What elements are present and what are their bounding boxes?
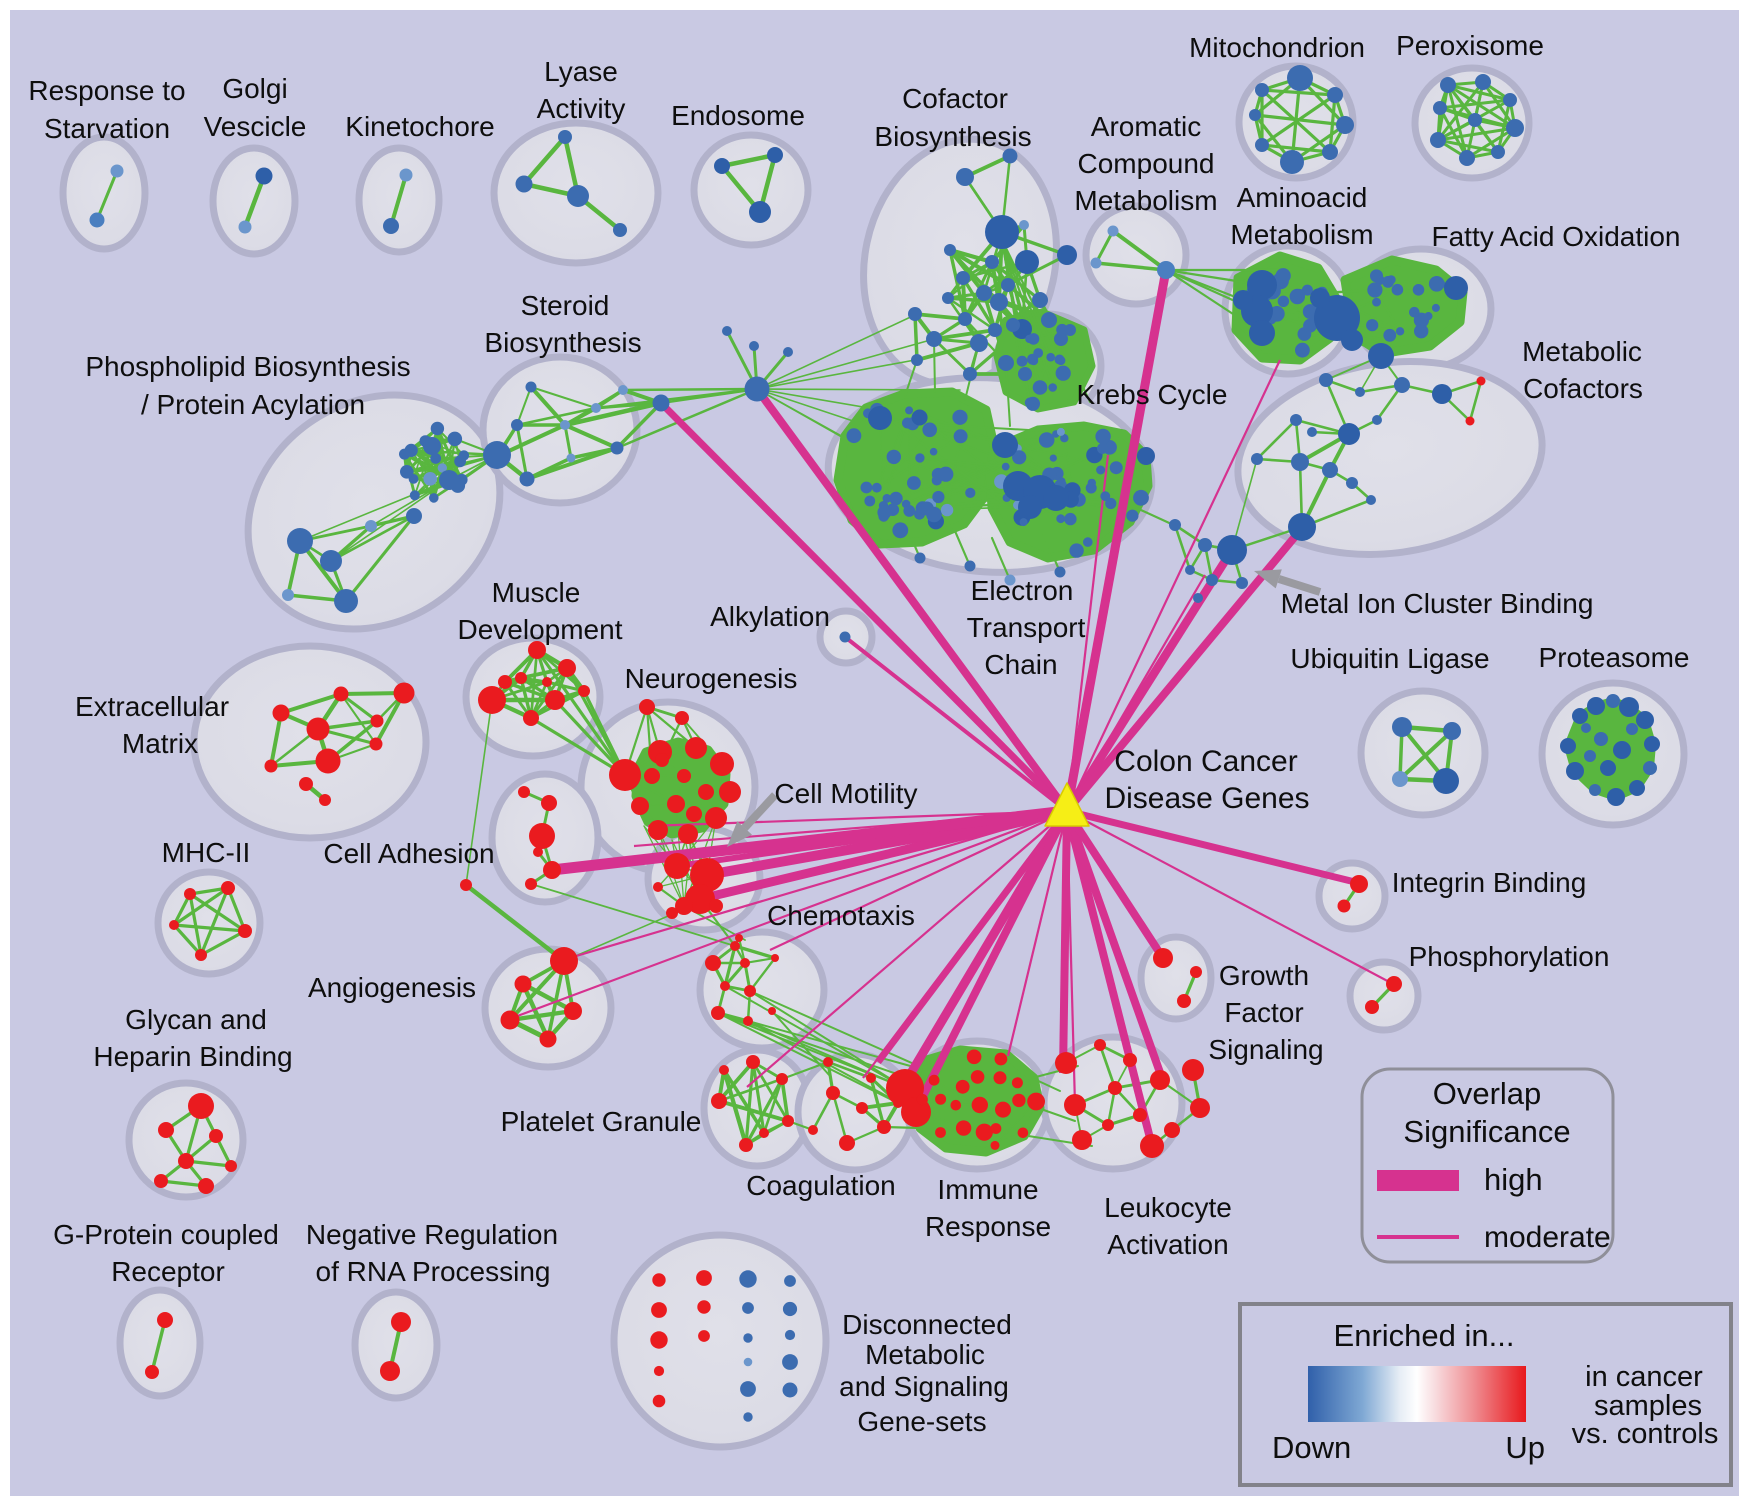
svg-text:Receptor: Receptor bbox=[111, 1256, 225, 1287]
svg-text:in cancer: in cancer bbox=[1585, 1361, 1703, 1393]
svg-text:G-Protein coupled: G-Protein coupled bbox=[53, 1219, 279, 1250]
svg-text:Integrin Binding: Integrin Binding bbox=[1392, 867, 1587, 898]
svg-text:Compound: Compound bbox=[1078, 148, 1215, 179]
svg-text:Disconnected: Disconnected bbox=[842, 1309, 1012, 1340]
svg-text:Response to: Response to bbox=[28, 75, 185, 106]
svg-text:Metal Ion Cluster Binding: Metal Ion Cluster Binding bbox=[1281, 588, 1594, 619]
svg-text:Activity: Activity bbox=[537, 93, 626, 124]
svg-text:Phospholipid Biosynthesis: Phospholipid Biosynthesis bbox=[85, 351, 410, 382]
svg-text:Muscle: Muscle bbox=[492, 577, 581, 608]
svg-text:Cell Adhesion: Cell Adhesion bbox=[323, 838, 494, 869]
svg-text:Fatty Acid Oxidation: Fatty Acid Oxidation bbox=[1431, 221, 1680, 252]
svg-text:Enriched in...: Enriched in... bbox=[1334, 1318, 1515, 1353]
svg-text:Chain: Chain bbox=[984, 649, 1057, 680]
svg-text:Starvation: Starvation bbox=[44, 113, 170, 144]
svg-text:Immune: Immune bbox=[937, 1174, 1038, 1205]
svg-text:and Signaling: and Signaling bbox=[839, 1371, 1009, 1402]
svg-text:Colon Cancer: Colon Cancer bbox=[1114, 745, 1297, 778]
svg-text:Factor: Factor bbox=[1224, 997, 1303, 1028]
svg-text:Significance: Significance bbox=[1403, 1114, 1570, 1149]
svg-text:high: high bbox=[1484, 1162, 1543, 1197]
svg-text:Endosome: Endosome bbox=[671, 100, 805, 131]
svg-text:Development: Development bbox=[458, 614, 623, 645]
svg-text:Coagulation: Coagulation bbox=[746, 1170, 895, 1201]
svg-text:Heparin Binding: Heparin Binding bbox=[93, 1041, 292, 1072]
svg-text:Growth: Growth bbox=[1219, 960, 1309, 991]
svg-text:Disease Genes: Disease Genes bbox=[1104, 782, 1309, 815]
svg-text:Electron: Electron bbox=[971, 575, 1074, 606]
svg-text:Matrix: Matrix bbox=[122, 728, 198, 759]
svg-text:Glycan and: Glycan and bbox=[125, 1004, 267, 1035]
svg-text:Alkylation: Alkylation bbox=[710, 601, 830, 632]
svg-text:Aromatic: Aromatic bbox=[1091, 111, 1201, 142]
svg-text:Metabolism: Metabolism bbox=[1074, 185, 1217, 216]
svg-text:Biosynthesis: Biosynthesis bbox=[484, 327, 641, 358]
svg-text:Lyase: Lyase bbox=[544, 56, 618, 87]
svg-text:Cofactors: Cofactors bbox=[1523, 373, 1643, 404]
svg-text:Chemotaxis: Chemotaxis bbox=[767, 900, 915, 931]
svg-text:Metabolic: Metabolic bbox=[1522, 336, 1642, 367]
svg-text:Up: Up bbox=[1505, 1430, 1545, 1465]
svg-text:of RNA Processing: of RNA Processing bbox=[316, 1256, 551, 1287]
svg-text:Gene-sets: Gene-sets bbox=[857, 1406, 986, 1437]
svg-text:Response: Response bbox=[925, 1211, 1051, 1242]
svg-text:Aminoacid: Aminoacid bbox=[1237, 182, 1368, 213]
svg-text:Extracellular: Extracellular bbox=[75, 691, 229, 722]
svg-text:/ Protein Acylation: / Protein Acylation bbox=[141, 389, 365, 420]
svg-text:Cell Motility: Cell Motility bbox=[774, 778, 917, 809]
svg-text:Transport: Transport bbox=[967, 612, 1086, 643]
svg-text:Proteasome: Proteasome bbox=[1539, 642, 1690, 673]
svg-text:Cofactor: Cofactor bbox=[902, 83, 1008, 114]
svg-text:Signaling: Signaling bbox=[1208, 1034, 1323, 1065]
svg-text:Metabolism: Metabolism bbox=[1230, 219, 1373, 250]
svg-text:Vescicle: Vescicle bbox=[204, 111, 307, 142]
svg-text:Leukocyte: Leukocyte bbox=[1104, 1192, 1232, 1223]
svg-text:Steroid: Steroid bbox=[521, 290, 610, 321]
svg-text:Mitochondrion: Mitochondrion bbox=[1189, 32, 1365, 63]
svg-text:Platelet Granule: Platelet Granule bbox=[501, 1106, 702, 1137]
svg-text:Down: Down bbox=[1272, 1430, 1351, 1465]
svg-text:Biosynthesis: Biosynthesis bbox=[874, 121, 1031, 152]
svg-text:Krebs Cycle: Krebs Cycle bbox=[1077, 379, 1228, 410]
svg-text:Angiogenesis: Angiogenesis bbox=[308, 972, 476, 1003]
svg-text:Activation: Activation bbox=[1107, 1229, 1228, 1260]
svg-text:MHC-II: MHC-II bbox=[162, 837, 251, 868]
svg-text:Neurogenesis: Neurogenesis bbox=[625, 663, 798, 694]
svg-text:moderate: moderate bbox=[1484, 1221, 1611, 1254]
svg-text:Phosphorylation: Phosphorylation bbox=[1409, 941, 1610, 972]
svg-text:Overlap: Overlap bbox=[1433, 1076, 1542, 1111]
svg-text:Peroxisome: Peroxisome bbox=[1396, 30, 1544, 61]
svg-text:Ubiquitin Ligase: Ubiquitin Ligase bbox=[1290, 643, 1489, 674]
svg-text:Metabolic: Metabolic bbox=[865, 1339, 985, 1370]
svg-text:Kinetochore: Kinetochore bbox=[345, 111, 494, 142]
svg-text:Golgi: Golgi bbox=[222, 73, 287, 104]
svg-text:vs. controls: vs. controls bbox=[1572, 1418, 1719, 1450]
svg-text:Negative Regulation: Negative Regulation bbox=[306, 1219, 558, 1250]
